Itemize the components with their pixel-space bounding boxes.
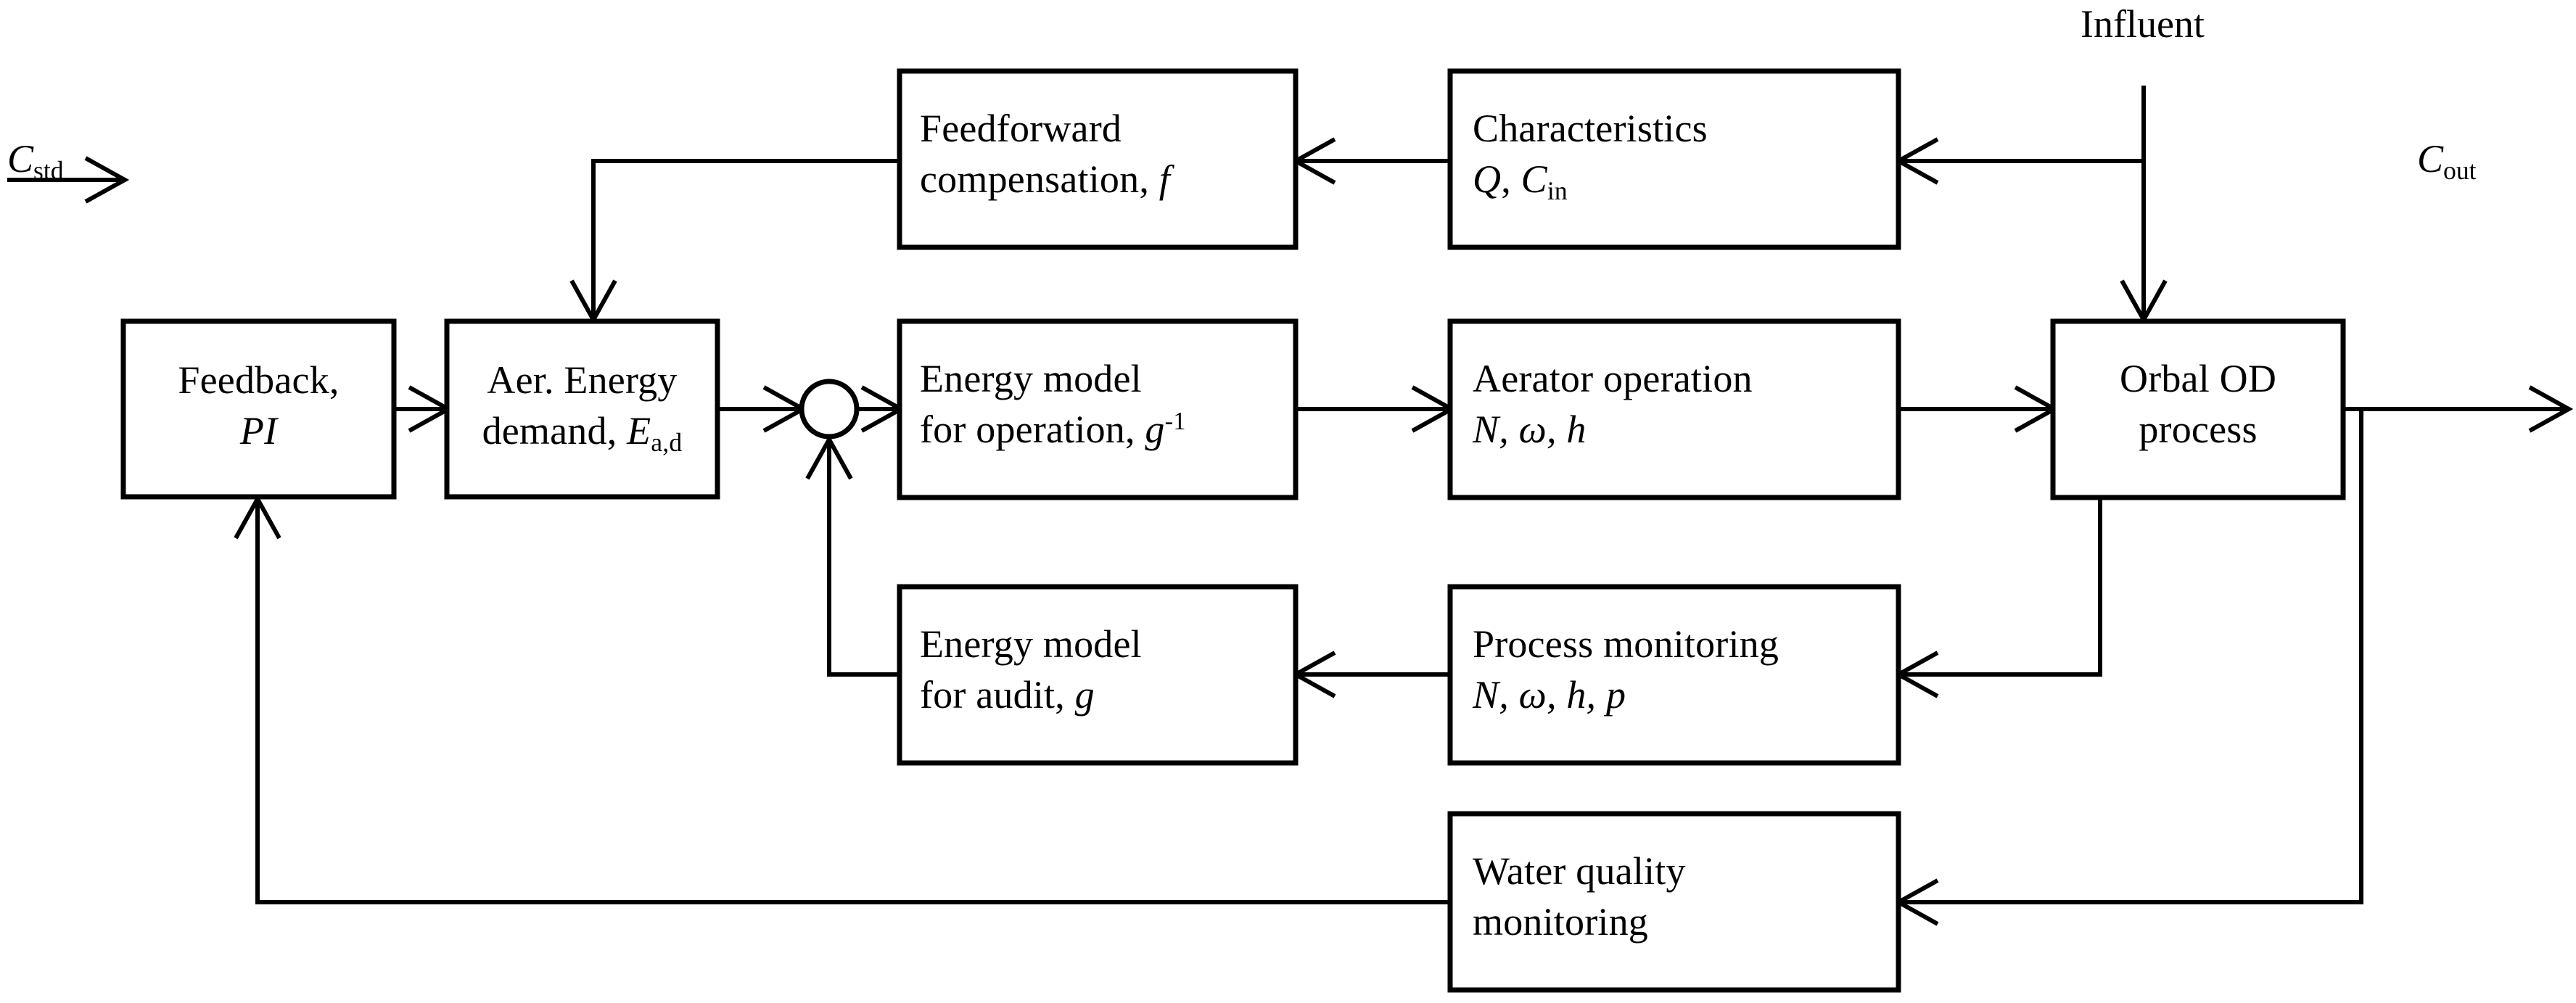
characteristics-line-2: Q, Cin	[1473, 154, 1708, 207]
wire-cstd-to-feedback	[7, 156, 130, 204]
wire-aerator-to-orbal	[1898, 385, 2059, 433]
energy-audit-line-1: Energy model	[920, 622, 1142, 666]
aer-energy-demand-block-rect[interactable]	[444, 318, 720, 500]
c-std-subscript: std	[33, 155, 64, 185]
influent-label: Influent	[2081, 2, 2205, 46]
summing-junction-circle[interactable]	[799, 379, 860, 439]
wire-feedforward-to-aer-energy	[569, 159, 900, 325]
process-monitoring-line-2: N, ω, h, p	[1473, 673, 1626, 717]
wire-process-monitoring-to-energy-audit	[1291, 651, 1450, 698]
aerator-line-1: Aerator operation	[1473, 357, 1753, 400]
c-out-symbol: C	[2417, 137, 2444, 181]
c-out-subscript: out	[2443, 155, 2477, 185]
water-quality-monitoring-block-label: Water quality monitoring	[1473, 846, 1686, 947]
energy-audit-line-2: for audit, g	[920, 669, 1142, 720]
feedforward-compensation-block-label: Feedforward compensation, f	[920, 103, 1170, 205]
feedback-line-1: Feedback,	[178, 358, 340, 402]
feedforward-compensation-block-rect[interactable]	[897, 68, 1299, 250]
energy-operation-line-1: Energy model	[920, 357, 1142, 400]
characteristics-subscript: in	[1547, 176, 1568, 206]
energy-model-for-operation-block-label: Energy model for operation, g-1	[920, 353, 1186, 455]
water-quality-monitoring-block-rect[interactable]	[1447, 811, 1901, 993]
wire-orbal-to-process-monitoring	[1893, 498, 2102, 698]
aerator-operation-block-label: Aerator operation N, ω, h	[1473, 353, 1753, 455]
energy-operation-superscript: -1	[1164, 408, 1186, 436]
process-monitoring-block-label: Process monitoring N, ω, h, p	[1473, 619, 1779, 720]
wire-energy-audit-to-sum	[805, 434, 900, 677]
feedforward-line-1: Feedforward	[920, 107, 1122, 150]
energy-model-for-audit-block-rect[interactable]	[897, 584, 1299, 766]
aer-energy-symbol: E	[627, 409, 651, 453]
feedforward-symbol: f	[1159, 157, 1170, 202]
orbal-line-1: Orbal OD	[2119, 357, 2277, 400]
aerator-operation-block-rect[interactable]	[1447, 318, 1901, 500]
energy-operation-line-2: for operation, g-1	[920, 404, 1186, 455]
characteristics-line-1: Characteristics	[1473, 107, 1708, 150]
wire-characteristics-to-feedforward	[1291, 137, 1450, 185]
feedback-line-2: PI	[239, 409, 278, 453]
feedforward-line-2: compensation, f	[920, 154, 1170, 205]
wire-influent-trunk	[1893, 86, 2168, 325]
characteristics-symbol-c: C	[1521, 157, 1547, 202]
characteristics-block-rect[interactable]	[1447, 68, 1901, 250]
wire-feedback-to-aer-energy	[394, 385, 453, 433]
aerator-line-2: N, ω, h	[1473, 408, 1587, 452]
aer-energy-line-2-prefix: demand,	[482, 409, 627, 453]
feedback-block-label: Feedback, PI	[141, 355, 376, 456]
c-std-symbol: C	[7, 137, 34, 181]
aer-energy-demand-block-label: Aer. Energy demand, Ea,d	[461, 355, 703, 459]
orbal-od-process-block-label: Orbal OD process	[2065, 353, 2332, 455]
wire-sum-to-energy-model-operation	[857, 385, 906, 433]
process-monitoring-line-1: Process monitoring	[1473, 622, 1779, 666]
characteristics-comma: ,	[1501, 157, 1521, 202]
energy-model-for-operation-block-rect[interactable]	[897, 318, 1299, 500]
wire-aer-energy-to-sum	[717, 385, 808, 433]
wire-energy-model-operation-to-aerator	[1296, 385, 1457, 433]
feedback-block-rect[interactable]	[120, 318, 397, 500]
aer-energy-line-1: Aer. Energy	[487, 358, 678, 402]
energy-operation-line-2-prefix: for operation,	[920, 408, 1145, 452]
orbal-line-2: process	[2139, 408, 2258, 452]
energy-operation-symbol: g	[1145, 408, 1165, 452]
orbal-od-process-block-rect[interactable]	[2050, 318, 2346, 500]
feedforward-line-2-prefix: compensation,	[920, 157, 1159, 202]
water-quality-line-1: Water quality	[1473, 849, 1686, 893]
process-monitoring-block-rect[interactable]	[1447, 584, 1901, 766]
aer-energy-line-2: demand, Ea,d	[461, 405, 703, 459]
characteristics-symbol-q: Q	[1473, 157, 1502, 202]
aer-energy-subscript: a,d	[651, 428, 683, 458]
energy-model-for-audit-block-label: Energy model for audit, g	[920, 619, 1142, 720]
energy-audit-symbol: g	[1074, 673, 1095, 717]
energy-audit-line-2-prefix: for audit,	[920, 673, 1075, 717]
c-std-label: Cstd	[7, 137, 64, 185]
water-quality-line-2: monitoring	[1473, 900, 1648, 944]
characteristics-block-label: Characteristics Q, Cin	[1473, 103, 1708, 207]
c-out-label: Cout	[2417, 137, 2477, 185]
